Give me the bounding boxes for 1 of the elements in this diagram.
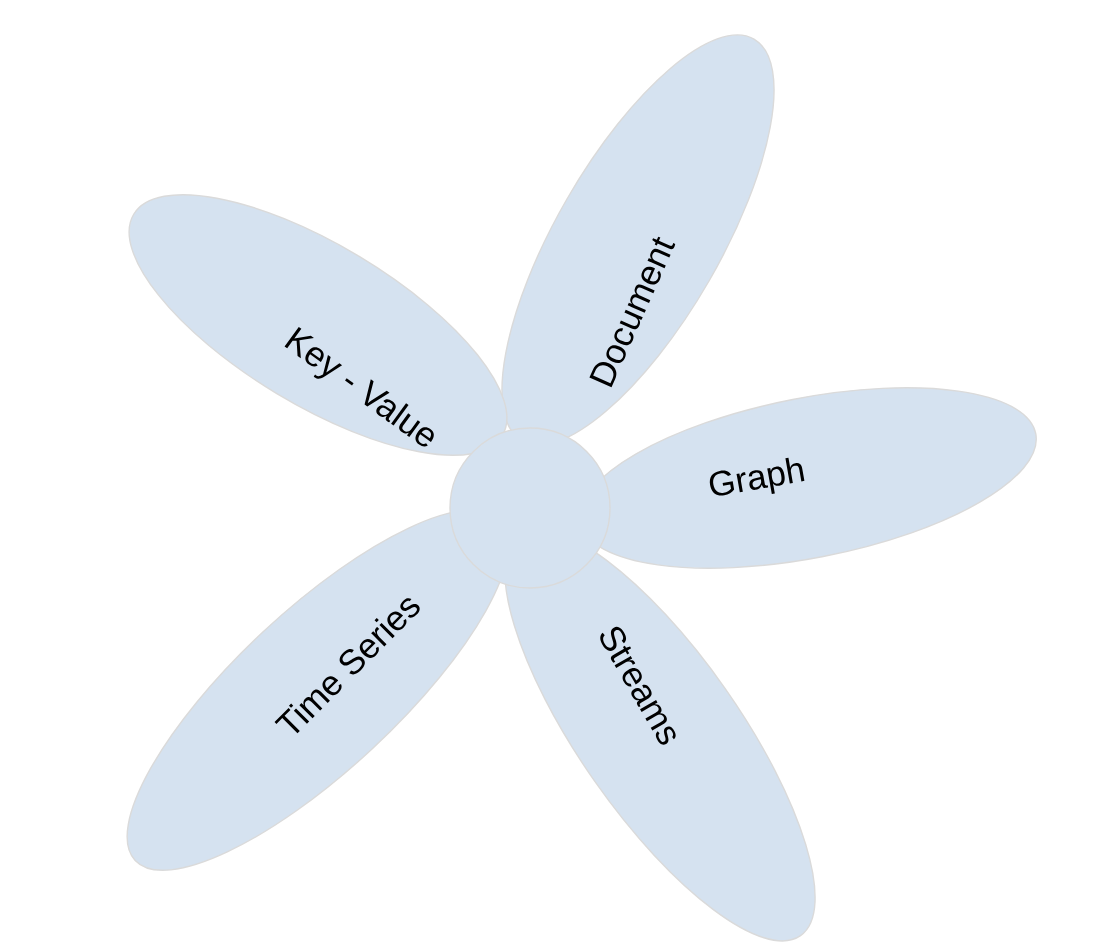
center-circle — [449, 427, 611, 589]
